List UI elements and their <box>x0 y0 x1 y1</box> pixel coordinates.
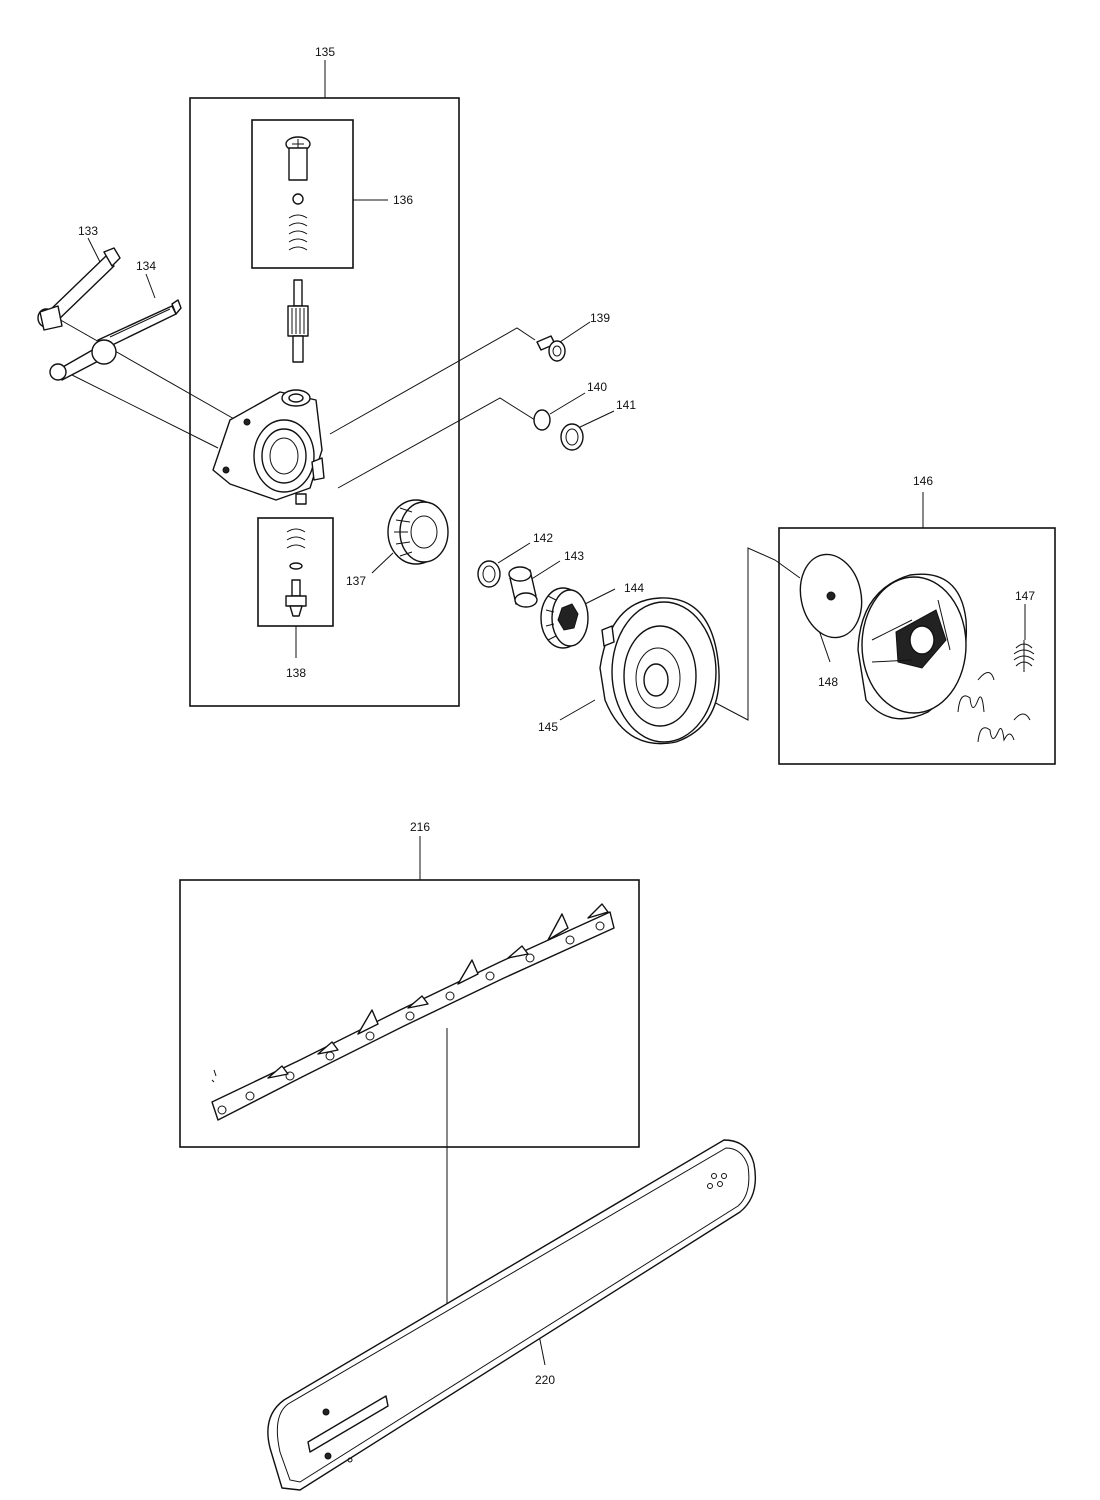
label-137: 137 <box>346 574 366 588</box>
part-142-washer <box>477 560 501 588</box>
group-box-136 <box>251 119 354 269</box>
label-138: 138 <box>286 666 306 680</box>
part-146-clutch <box>857 573 968 720</box>
part-147-spring <box>1013 640 1035 672</box>
leader-lines <box>56 60 1026 1366</box>
label-134: 134 <box>136 259 156 273</box>
label-220: 220 <box>535 1373 555 1387</box>
part-145-clutch-drum <box>599 597 720 745</box>
callout-labels: 135 136 133 134 139 140 141 137 138 142 … <box>78 45 1035 1387</box>
label-146: 146 <box>913 474 933 488</box>
part-146-springs <box>957 672 1031 743</box>
part-141-washer <box>560 423 584 451</box>
label-140: 140 <box>587 380 607 394</box>
label-142: 142 <box>533 531 553 545</box>
part-136-screw-assembly <box>285 136 311 251</box>
label-216: 216 <box>410 820 430 834</box>
label-133: 133 <box>78 224 98 238</box>
part-138-valve-assembly <box>285 528 307 617</box>
part-144-sprocket <box>540 587 589 649</box>
part-143-bearing <box>508 566 538 608</box>
part-137-worm-gear <box>387 499 449 565</box>
label-147: 147 <box>1015 589 1035 603</box>
label-144: 144 <box>624 581 644 595</box>
part-220-guide-bar <box>267 1139 757 1491</box>
label-136: 136 <box>393 193 413 207</box>
label-139: 139 <box>590 311 610 325</box>
part-139-screw <box>536 335 566 362</box>
group-box-216 <box>179 879 640 1148</box>
part-148-plate <box>799 553 863 639</box>
label-148: 148 <box>818 675 838 689</box>
part-134-pin <box>49 299 182 381</box>
label-141: 141 <box>616 398 636 412</box>
part-135-shaft <box>287 279 309 363</box>
label-135: 135 <box>315 45 335 59</box>
part-133-bolt <box>37 247 121 331</box>
label-143: 143 <box>564 549 584 563</box>
part-216-saw-chain <box>211 903 615 1121</box>
label-145: 145 <box>538 720 558 734</box>
part-140-o-ring <box>533 409 551 431</box>
part-135-oil-pump-housing <box>212 389 325 505</box>
group-box-146 <box>778 527 1056 765</box>
group-box-135 <box>189 97 460 707</box>
